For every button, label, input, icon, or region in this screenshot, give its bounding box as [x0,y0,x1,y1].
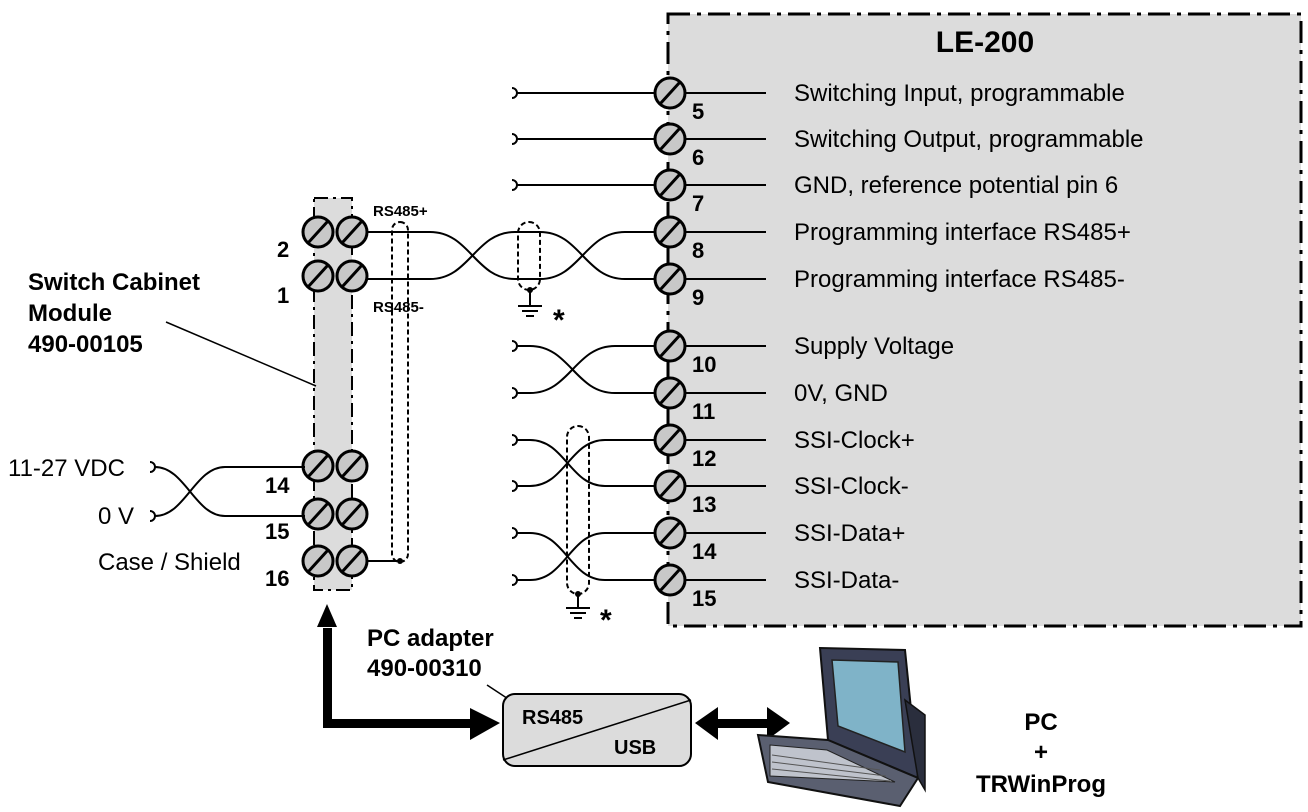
module-terminal-number: 15 [265,519,289,544]
supply-shield-label: Case / Shield [98,549,241,576]
device-terminal-label: Programming interface RS485- [794,266,1125,293]
module-terminal-number: 1 [277,283,289,308]
device-terminal-label: SSI-Clock+ [794,427,915,454]
adapter-name: PC adapter [367,625,494,652]
device-terminals: * * [368,76,1144,637]
module-name-line1: Switch Cabinet [28,269,200,296]
adapter-part-number: 490-00310 [367,655,482,682]
device-terminal-number: 14 [692,539,717,564]
adapter-box: RS485 USB [502,693,692,767]
device-terminal-number: 12 [692,446,716,471]
device-terminal-number: 7 [692,191,704,216]
module-name-line2: Module [28,300,112,327]
module-terminal-number: 2 [277,237,289,262]
pc-label-line1: PC [1024,709,1057,736]
device-terminal-number: 10 [692,352,716,377]
device-terminal-label: SSI-Data+ [794,520,905,547]
device-terminal-number: 5 [692,99,704,124]
device-terminal-label: Programming interface RS485+ [794,219,1131,246]
device-terminal-label: 0V, GND [794,380,888,407]
device-title: LE-200 [936,26,1034,59]
footnote-marker-2: * [600,604,612,637]
rs485-minus-label: RS485- [373,299,424,316]
switch-cabinet-module: 2 1 14 15 16 RS485+ RS485- [265,197,428,591]
supply-zero-label: 0 V [98,503,134,530]
device-terminal-number: 15 [692,586,716,611]
le200-panel [666,12,1303,628]
laptop-icon [756,646,926,808]
supply-vdc-label: 11-27 VDC [8,455,125,482]
device-terminal-label: SSI-Clock- [794,473,909,500]
device-terminal-number: 9 [692,285,704,310]
device-terminal-label: Switching Output, programmable [794,126,1144,153]
device-terminal-label: GND, reference potential pin 6 [794,172,1118,199]
connection-arrows [317,604,790,740]
supply-wiring: 11-27 VDC 0 V Case / Shield [8,455,305,576]
module-part-number: 490-00105 [28,331,143,358]
rs485-plus-label: RS485+ [373,203,428,220]
adapter-usb-label: USB [614,737,656,759]
device-terminal-number: 13 [692,492,716,517]
adapter-rs485-label: RS485 [522,707,583,729]
device-terminal-label: Switching Input, programmable [794,80,1125,107]
device-terminal-number: 11 [692,399,715,424]
device-terminal-number: 6 [692,145,704,170]
module-terminal-number: 16 [265,566,289,591]
pc-label-line3: TRWinProg [976,771,1106,798]
module-terminal-number: 14 [265,473,290,498]
device-terminal-label: SSI-Data- [794,567,899,594]
device-terminal-label: Supply Voltage [794,333,954,360]
pc-label-line2: + [1034,739,1048,766]
footnote-marker-1: * [553,304,565,337]
device-terminal-number: 8 [692,238,704,263]
